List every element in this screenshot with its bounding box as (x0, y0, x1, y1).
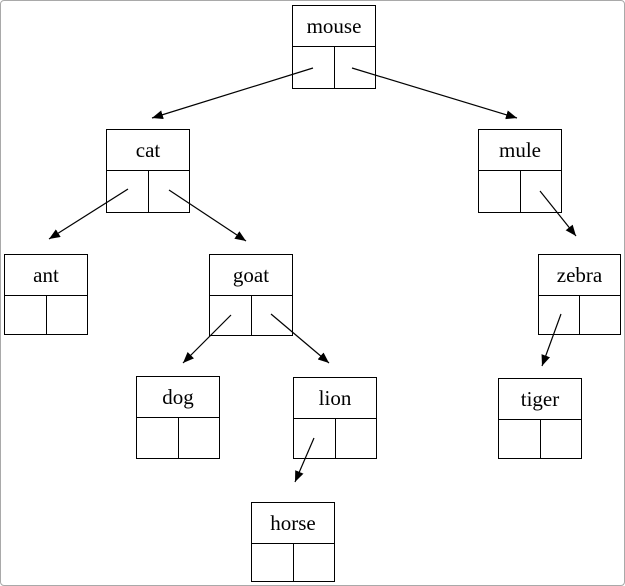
pointer-cell-left (137, 418, 179, 458)
tree-node-cat: cat (106, 129, 190, 213)
pointer-cell-right (294, 544, 335, 581)
pointer-cell-right (252, 296, 293, 335)
pointer-cell-right (335, 47, 376, 88)
tree-node-mule: mule (478, 129, 562, 213)
tree-node-goat: goat (209, 254, 293, 336)
node-label: lion (294, 378, 376, 419)
tree-node-horse: horse (251, 502, 335, 582)
pointer-cell-right (47, 296, 88, 334)
tree-node-mouse: mouse (292, 5, 376, 89)
pointer-cells (210, 296, 292, 335)
node-label: tiger (499, 379, 581, 420)
node-label: horse (252, 503, 334, 544)
pointer-cells (539, 296, 620, 334)
pointer-cells (294, 419, 376, 458)
node-label: mule (479, 130, 561, 171)
edge-mouse-left-to-cat (151, 67, 314, 120)
node-label: ant (5, 255, 87, 296)
pointer-cells (137, 418, 219, 458)
pointer-cells (499, 420, 581, 458)
tree-node-lion: lion (293, 377, 377, 459)
pointer-cell-right (149, 171, 190, 212)
pointer-cell-left (210, 296, 252, 335)
pointer-cells (293, 47, 375, 88)
pointer-cell-right (521, 171, 562, 212)
edge-mouse-right-to-mule (351, 67, 518, 120)
node-label: dog (137, 377, 219, 418)
tree-node-zebra: zebra (538, 254, 621, 335)
pointer-cell-left (294, 419, 336, 458)
node-label: zebra (539, 255, 620, 296)
tree-node-dog: dog (136, 376, 220, 459)
pointer-cell-right (580, 296, 620, 334)
pointer-cells (252, 544, 334, 581)
node-label: goat (210, 255, 292, 296)
pointer-cells (5, 296, 87, 334)
pointer-cells (479, 171, 561, 212)
pointer-cell-left (499, 420, 541, 458)
pointer-cell-left (293, 47, 335, 88)
pointer-cells (107, 171, 189, 212)
node-label: cat (107, 130, 189, 171)
pointer-cell-left (107, 171, 149, 212)
pointer-cell-left (479, 171, 521, 212)
pointer-cell-right (541, 420, 582, 458)
tree-node-ant: ant (4, 254, 88, 335)
pointer-cell-right (336, 419, 377, 458)
node-label: mouse (293, 6, 375, 47)
pointer-cell-left (252, 544, 294, 581)
pointer-cell-left (539, 296, 580, 334)
pointer-cell-right (179, 418, 220, 458)
tree-node-tiger: tiger (498, 378, 582, 459)
pointer-cell-left (5, 296, 47, 334)
